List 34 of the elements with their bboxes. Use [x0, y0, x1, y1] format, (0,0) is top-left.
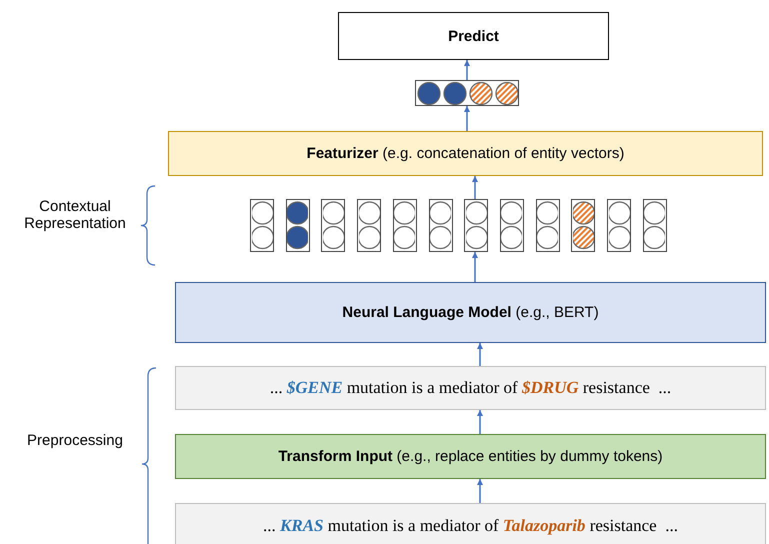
arrow [477, 343, 483, 366]
sentence-box [175, 503, 766, 544]
token-vector [250, 199, 274, 252]
process-box [175, 434, 766, 479]
token-vector [642, 199, 667, 252]
node-text: ... KRAS mutation is a mediator of Talazoparib resistance ... [263, 516, 678, 536]
token-vector [286, 199, 310, 252]
entity-vector [415, 80, 519, 106]
sentence-box [175, 366, 766, 410]
token-vector [357, 199, 382, 252]
brace-label: Preprocessing [26, 432, 124, 449]
token-vector [321, 199, 346, 252]
token-vector [464, 199, 488, 252]
token-vector [428, 199, 452, 252]
token-vector [500, 199, 524, 252]
token-vector [392, 199, 417, 252]
brace-label: Contextual Representation [23, 198, 127, 232]
process-box [338, 12, 609, 60]
process-box [175, 282, 766, 343]
node-text: Neural Language Model (e.g., BERT) [342, 304, 599, 321]
token-vector [536, 199, 560, 252]
process-box [168, 131, 763, 176]
arrow [472, 176, 478, 199]
arrow [472, 252, 478, 282]
arrow [477, 479, 483, 503]
token-vector [607, 199, 631, 252]
node-text: Predict [448, 28, 499, 44]
arrow [464, 60, 470, 80]
arrow [477, 410, 483, 434]
token-vector [571, 199, 596, 252]
arrow [464, 106, 470, 131]
node-text: Featurizer (e.g. concatenation of entity vectors) [306, 145, 624, 162]
node-text: Transform Input (e.g., replace entities by dummy tokens) [278, 448, 663, 465]
node-text: ... $GENE mutation is a mediator of $DRUG resistance ... [270, 378, 672, 398]
